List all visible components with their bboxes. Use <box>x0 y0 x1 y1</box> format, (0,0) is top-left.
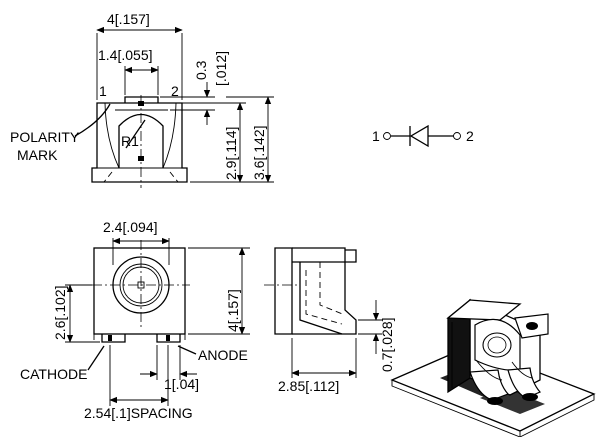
cathode-label: CATHODE <box>20 366 87 382</box>
polarity-label-line1: POLARITY <box>10 129 80 145</box>
diode-symbol-icon <box>409 124 429 148</box>
top-view: R1 1 2 POLARITY MARK 4[.157] 1.4[.055] 0… <box>10 11 274 188</box>
dim-height-total: 3.6[.142] <box>251 126 267 181</box>
polarity-label-line2: MARK <box>17 147 58 163</box>
dim-window-depth-b: [.012] <box>213 51 229 86</box>
pin2-label: 2 <box>171 83 179 99</box>
dim-window-width: 1.4[.055] <box>98 47 153 63</box>
front-view: 2.4[.094] 2.6[.102] 4[.157] CATHODE ANOD… <box>20 219 250 421</box>
dim-window-depth-a: 0.3 <box>193 60 209 80</box>
schematic-pin2: 2 <box>466 128 474 144</box>
dim-pad-width: 1[.04] <box>164 376 199 392</box>
dim-body-height: 4[.157] <box>225 289 241 332</box>
dim-lens-width: 2.4[.094] <box>103 219 158 235</box>
radius-label: R1 <box>121 133 139 149</box>
led-package-3d-icon <box>390 298 596 437</box>
dim-pad-height: 2.6[.102] <box>52 286 68 341</box>
dim-spacing: 2.54[.1]SPACING <box>84 405 193 421</box>
pin1-label: 1 <box>99 83 107 99</box>
dim-depth: 2.85[.112] <box>278 378 339 394</box>
dim-lead: 0.7[.028] <box>379 318 395 373</box>
schematic-pin1: 1 <box>372 128 380 144</box>
dim-width: 4[.157] <box>107 11 150 27</box>
anode-label: ANODE <box>198 347 248 363</box>
diode-schematic: 1 2 <box>372 124 474 148</box>
side-view: 2.85[.112] 0.7[.028] <box>264 247 395 394</box>
dim-height-inner: 2.9[.114] <box>223 127 239 180</box>
